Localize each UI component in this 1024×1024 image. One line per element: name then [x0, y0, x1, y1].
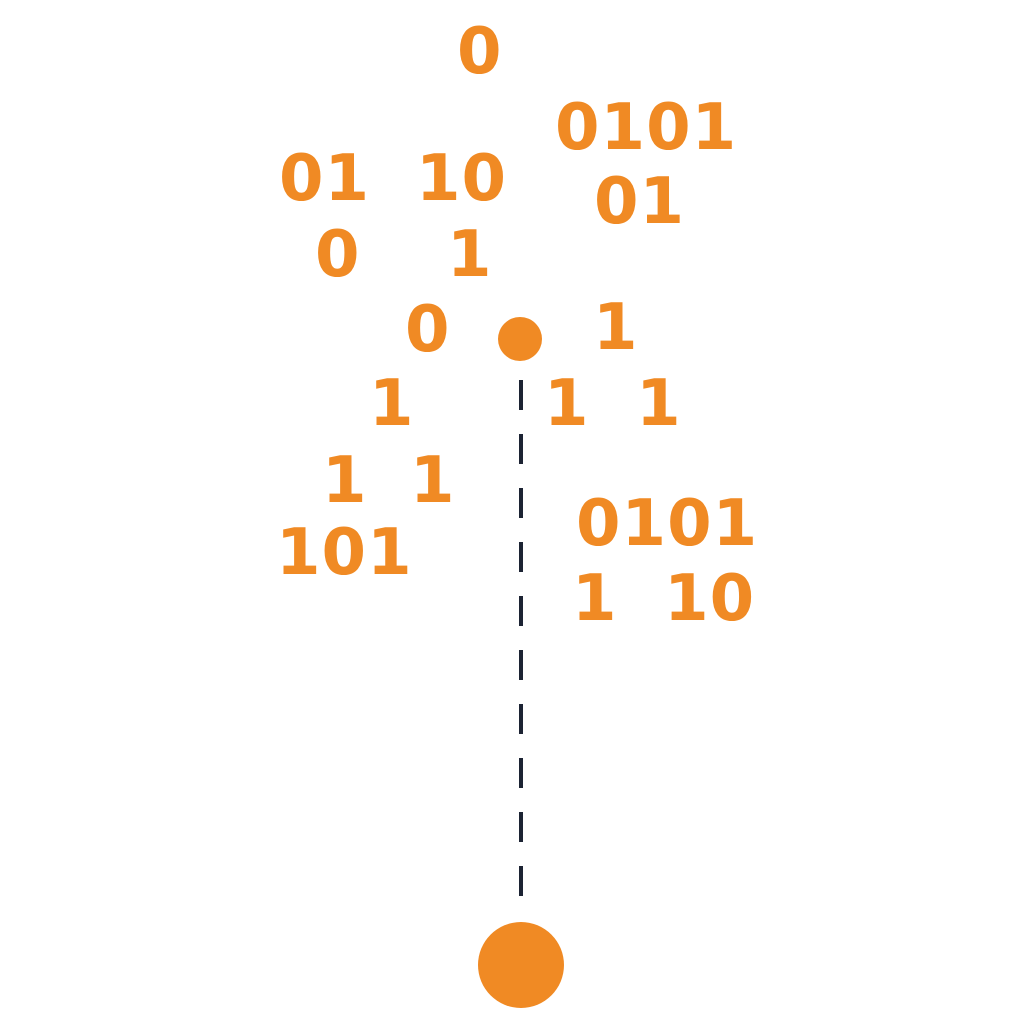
binary-label: 1: [410, 444, 456, 518]
binary-label: 01: [279, 142, 371, 216]
binary-label: 1: [593, 291, 639, 365]
binary-label: 1 1: [544, 367, 682, 441]
node-dot-icon: [498, 317, 542, 361]
binary-label: 0: [457, 15, 503, 89]
binary-label: 01: [594, 165, 686, 239]
binary-label: 1: [322, 444, 368, 518]
binary-label: 0101: [555, 91, 738, 165]
binary-label: 1: [369, 367, 415, 441]
binary-label: 10: [416, 142, 508, 216]
binary-label: 0: [405, 293, 451, 367]
binary-label: 0101: [576, 487, 759, 561]
anchor-dot-icon: [478, 922, 564, 1008]
binary-label: 101: [276, 516, 413, 590]
binary-label: 1: [447, 218, 493, 292]
binary-label: 1 10: [572, 562, 756, 636]
binary-label: 0: [315, 218, 361, 292]
